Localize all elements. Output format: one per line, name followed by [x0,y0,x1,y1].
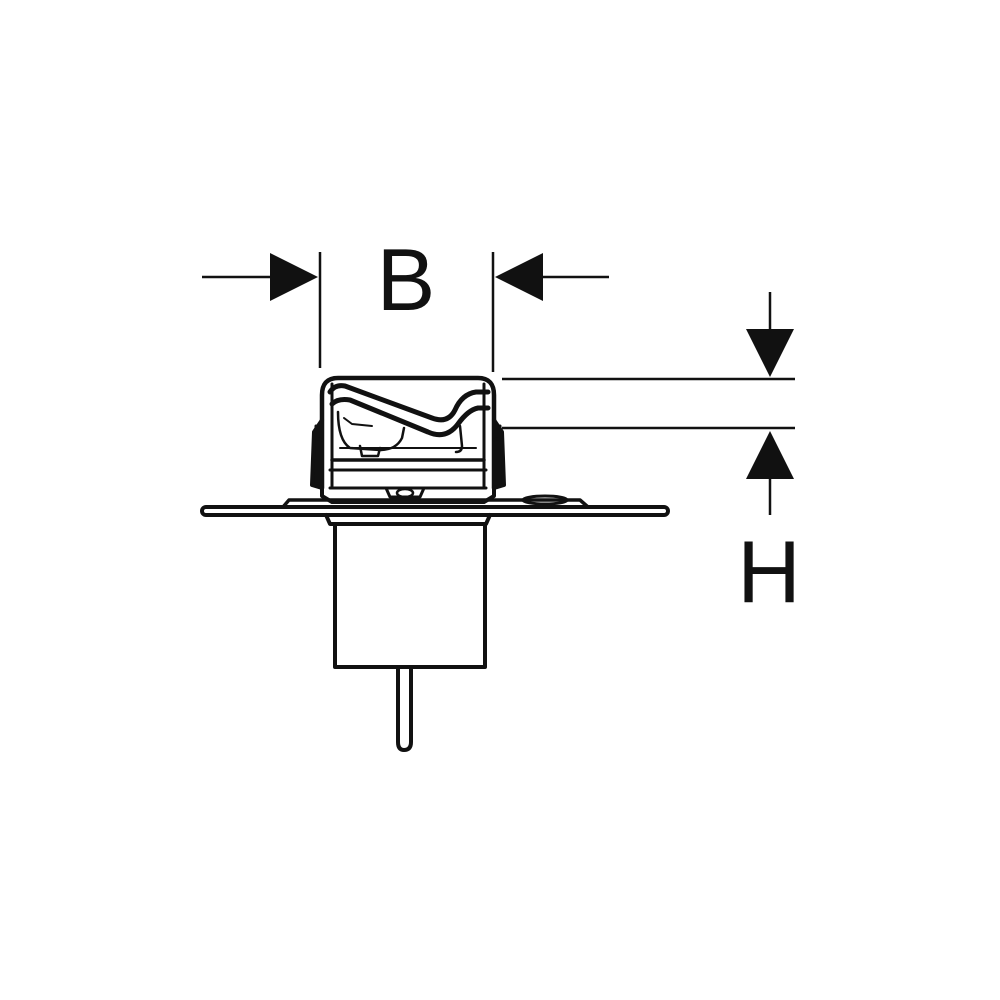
cap-base [320,468,496,504]
drain-pipe-body [333,522,487,669]
outlet-spigot [396,665,413,752]
height-dimension: H [502,292,801,621]
width-arrow-left-icon [270,253,318,301]
drain-flange [200,494,670,517]
height-label: H [737,522,801,621]
height-arrow-down-icon [746,329,794,377]
width-dimension: B [202,230,609,372]
drain-assembly [200,375,670,752]
height-arrow-up-icon [746,431,794,479]
width-label: B [377,230,436,329]
trap-insert [327,383,491,458]
cap-side-clips [310,418,506,490]
width-arrow-right-icon [495,253,543,301]
